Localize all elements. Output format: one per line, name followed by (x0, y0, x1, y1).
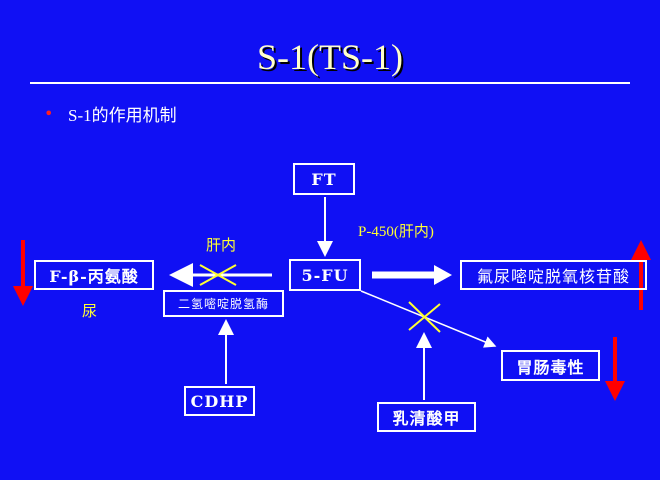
node-gi-toxicity: 胃肠毒性 (501, 350, 600, 381)
node-ft: FT (293, 163, 355, 195)
slide-title: S-1(TS-1) (257, 37, 403, 77)
bullet-text: S-1的作用机制 (68, 106, 177, 125)
block-x-icon (199, 264, 237, 286)
5fu-to-gi-arrow (360, 290, 497, 348)
node-dpd: 二氢嘧啶脱氢酶 (163, 290, 284, 317)
bullet-icon: • (44, 104, 54, 123)
node-f-beta-alanine: F-β-丙氨酸 (34, 260, 154, 290)
label-p450: P-450(肝内) (358, 224, 434, 240)
label-liver: 肝内 (206, 238, 237, 254)
block-x-icon (408, 301, 441, 333)
node-fdump: 氟尿嘧啶脱氧核苷酸 (460, 260, 647, 290)
label-urine: 尿 (82, 304, 98, 320)
node-5fu: 5-FU (289, 259, 361, 291)
title-divider (30, 82, 630, 84)
node-cdhp: CDHP (184, 386, 255, 416)
node-oxo: 乳清酸甲 (377, 402, 476, 432)
